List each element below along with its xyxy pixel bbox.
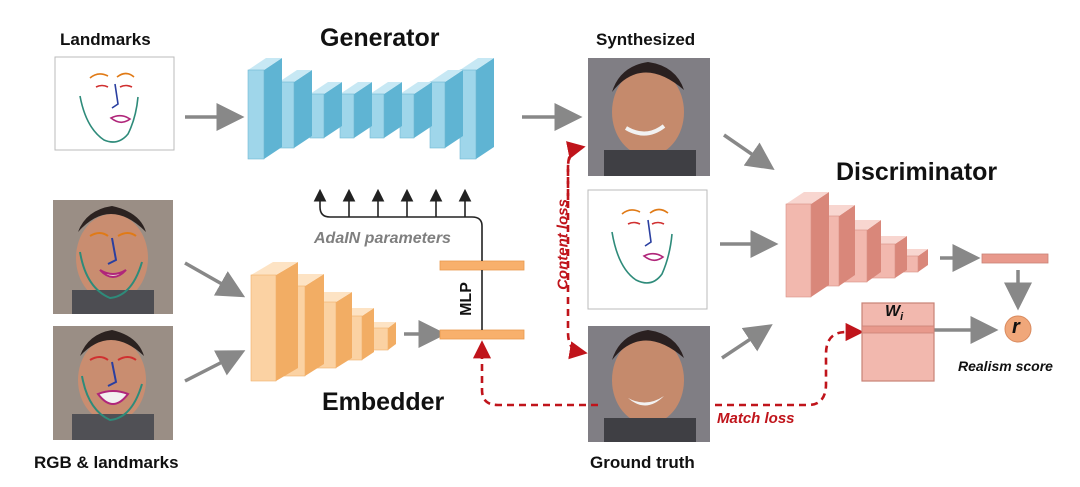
generator-block xyxy=(429,70,463,149)
r-label: r xyxy=(1012,316,1020,338)
arrow-groundtruth-to-discriminator xyxy=(721,324,773,360)
flow-arrows xyxy=(184,103,1032,383)
arrow-rgb2-to-embedder xyxy=(184,350,246,383)
match-loss-path xyxy=(472,340,598,407)
discriminator-block xyxy=(785,192,829,298)
generator-block xyxy=(247,58,282,160)
landmark-face-sketch xyxy=(79,72,139,143)
mlp-bottom-bar xyxy=(439,329,525,340)
realism-score-label: Realism score xyxy=(958,358,1053,374)
landmarks-image xyxy=(54,56,175,151)
embedder-block xyxy=(250,262,298,382)
wi-label-subscript: i xyxy=(900,311,904,324)
generator-block xyxy=(459,58,494,160)
discriminator-title: Discriminator xyxy=(836,158,998,186)
generator-block xyxy=(309,82,342,139)
wi-label: Wi xyxy=(885,303,903,323)
discriminator-feature-bar xyxy=(981,253,1049,264)
rgb-face-image-2 xyxy=(53,326,173,440)
generator-title: Generator xyxy=(320,24,440,52)
wi-label-main: W xyxy=(885,303,901,320)
adain-connectors xyxy=(313,188,483,330)
generator-block xyxy=(278,70,312,149)
ground-truth-image xyxy=(588,326,710,442)
wi-row xyxy=(861,325,935,334)
rgb-face-image-1 xyxy=(53,200,173,314)
match-loss-to-wi xyxy=(715,322,864,407)
discriminator-network xyxy=(785,192,928,298)
rgb-landmarks-label: RGB & landmarks xyxy=(34,453,179,472)
adain-parameters-label: AdaIN parameters xyxy=(314,230,451,247)
synthesized-label: Synthesized xyxy=(596,30,696,49)
landmarks-label: Landmarks xyxy=(60,30,151,49)
generator-network xyxy=(247,58,494,160)
wi-matrix xyxy=(861,302,935,382)
generator-block xyxy=(399,82,432,139)
content-loss-arrow-top xyxy=(566,141,586,200)
arrow-rgb1-to-embedder xyxy=(184,261,246,298)
realism-score-circle xyxy=(1004,315,1032,343)
match-loss-label: Match loss xyxy=(717,410,795,427)
synthesized-image xyxy=(588,58,710,176)
content-loss-path xyxy=(566,146,588,360)
embedder-network xyxy=(250,262,396,382)
content-loss-label: Content loss xyxy=(554,199,572,290)
loss-paths xyxy=(472,141,864,407)
ground-truth-label: Ground truth xyxy=(590,453,695,472)
mlp-label: MLP xyxy=(457,282,475,316)
landmarks-discriminator-input xyxy=(587,189,708,310)
mlp-top-bar xyxy=(439,260,525,271)
embedder-title: Embedder xyxy=(322,388,445,416)
generator-block xyxy=(369,82,402,139)
generator-block xyxy=(339,82,372,139)
arrow-synthesized-to-discriminator xyxy=(723,133,775,170)
